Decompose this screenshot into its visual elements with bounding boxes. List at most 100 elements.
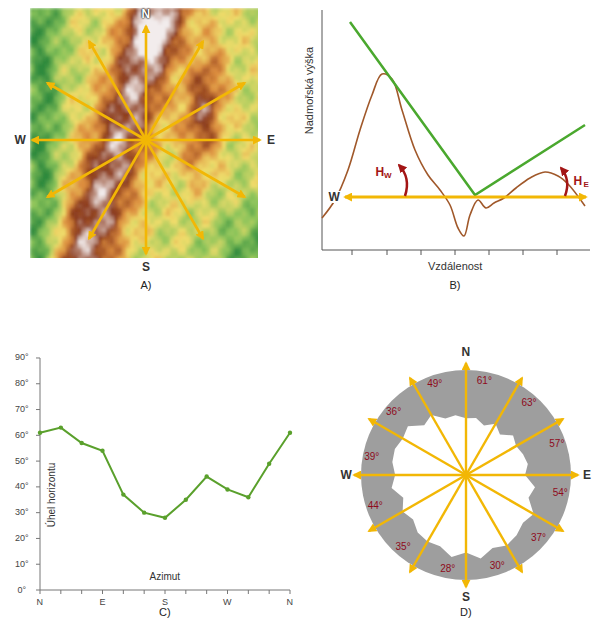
elevation-cell (214, 44, 219, 49)
elevation-cell (118, 24, 123, 29)
elevation-cell (122, 80, 127, 85)
elevation-cell (42, 116, 47, 121)
elevation-cell (166, 112, 171, 117)
elevation-cell (70, 44, 75, 49)
elevation-cell (154, 100, 159, 105)
elevation-cell (110, 112, 115, 117)
elevation-cell (126, 132, 131, 137)
elevation-cell (162, 44, 167, 49)
elevation-cell (138, 116, 143, 121)
elevation-cell (130, 12, 135, 17)
elevation-cell (210, 132, 215, 137)
elevation-cell (170, 36, 175, 41)
elevation-cell (210, 32, 215, 37)
elevation-cell (42, 80, 47, 85)
elevation-cell (62, 112, 67, 117)
elevation-cell (114, 96, 119, 101)
elevation-cell (34, 20, 39, 25)
elevation-cell (50, 36, 55, 41)
elevation-cell (94, 72, 99, 77)
elevation-cell (138, 88, 143, 93)
elevation-cell (70, 64, 75, 69)
elevation-cell (42, 52, 47, 57)
elevation-cell (166, 48, 171, 53)
elevation-cell (38, 144, 43, 149)
elevation-cell (38, 20, 43, 25)
elevation-cell (230, 72, 235, 77)
elevation-cell (78, 144, 83, 149)
elevation-cell (62, 60, 67, 65)
elevation-cell (202, 80, 207, 85)
elevation-cell (222, 68, 227, 73)
elevation-cell (234, 48, 239, 53)
elevation-cell (226, 40, 231, 45)
elevation-cell (230, 8, 235, 13)
elevation-cell (218, 68, 223, 73)
elevation-cell (34, 120, 39, 125)
elevation-cell (70, 68, 75, 73)
elevation-cell (186, 80, 191, 85)
elevation-cell (202, 36, 207, 41)
elevation-cell (82, 72, 87, 77)
elevation-cell (126, 100, 131, 105)
elevation-cell (234, 32, 239, 37)
elevation-cell (90, 20, 95, 25)
elevation-cell (66, 124, 71, 129)
elevation-cell (70, 76, 75, 81)
elevation-cell (78, 92, 83, 97)
elevation-cell (118, 32, 123, 37)
elevation-cell (62, 16, 67, 21)
elevation-cell (74, 88, 79, 93)
elevation-cell (50, 124, 55, 129)
elevation-cell (154, 20, 159, 25)
elevation-cell (102, 84, 107, 89)
elevation-cell (46, 36, 51, 41)
elevation-cell (134, 24, 139, 29)
elevation-cell (94, 80, 99, 85)
elevation-cell (238, 96, 243, 101)
elevation-cell (150, 84, 155, 89)
elevation-cell (226, 104, 231, 109)
elevation-cell (214, 64, 219, 69)
elevation-cell (102, 128, 107, 133)
elevation-cell (58, 44, 63, 49)
elevation-cell (162, 120, 167, 125)
elevation-cell (46, 8, 51, 13)
elevation-cell (106, 20, 111, 25)
elevation-cell (38, 8, 43, 13)
elevation-cell (154, 12, 159, 17)
elevation-cell (238, 100, 243, 105)
elevation-cell (94, 32, 99, 37)
elevation-cell (106, 120, 111, 125)
elevation-cell (194, 32, 199, 37)
elevation-cell (154, 104, 159, 109)
elevation-cell (106, 44, 111, 49)
elevation-cell (250, 60, 255, 65)
elevation-cell (178, 124, 183, 129)
elevation-cell (158, 100, 163, 105)
elevation-cell (70, 56, 75, 61)
elevation-cell (182, 56, 187, 61)
elevation-cell (178, 100, 183, 105)
elevation-cell (210, 20, 215, 25)
elevation-cell (174, 36, 179, 41)
elevation-cell (110, 132, 115, 137)
elevation-cell (214, 8, 219, 13)
elevation-cell (206, 112, 211, 117)
elevation-cell (42, 100, 47, 105)
elevation-cell (34, 64, 39, 69)
elevation-cell (46, 128, 51, 133)
elevation-cell (66, 48, 71, 53)
elevation-cell (230, 44, 235, 49)
elevation-cell (82, 36, 87, 41)
elevation-cell (90, 124, 95, 129)
elevation-cell (126, 36, 131, 41)
elevation-cell (158, 80, 163, 85)
elevation-cell (30, 92, 35, 97)
elevation-cell (42, 24, 47, 29)
elevation-cell (186, 24, 191, 29)
elevation-cell (94, 16, 99, 21)
elevation-cell (182, 28, 187, 33)
elevation-cell (90, 36, 95, 41)
